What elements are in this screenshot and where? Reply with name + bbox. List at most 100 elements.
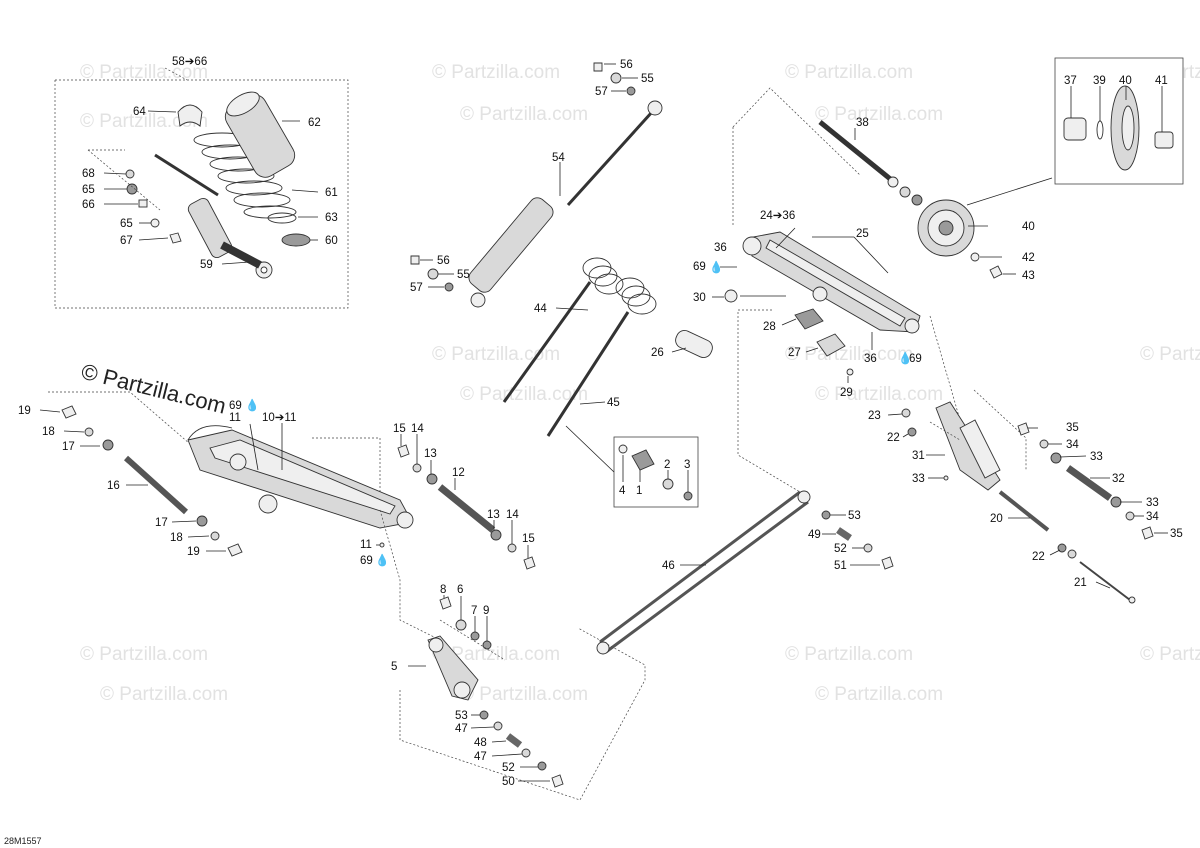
callout-23: 23 — [868, 410, 881, 422]
callout-69: 69 — [909, 353, 922, 365]
oil-drop-icon: 💧 — [375, 553, 389, 567]
callout-40: 40 — [1119, 75, 1132, 87]
callout-58-66: 58➔66 — [172, 56, 207, 68]
callout-13: 13 — [487, 509, 500, 521]
callout-7: 7 — [471, 605, 477, 617]
callout-14: 14 — [506, 509, 519, 521]
front-arm-group: 24➔36 25 36 69 💧 30 28 27 36 💧 69 29 — [693, 210, 961, 493]
callout-9: 9 — [483, 605, 489, 617]
watermark: © Partzilla.com — [80, 111, 208, 132]
callout-34: 34 — [1066, 439, 1079, 451]
callout-38: 38 — [856, 117, 869, 129]
callout-21: 21 — [1074, 577, 1087, 589]
callout-17: 17 — [62, 441, 75, 453]
callout-63: 63 — [325, 212, 338, 224]
watermark: © Partzilla.com — [815, 684, 943, 705]
callout-61: 61 — [325, 187, 338, 199]
callout-60: 60 — [325, 235, 338, 247]
shock-assembly-group: 58➔66 62 64 61 63 60 59 68 65 66 65 67 — [54, 56, 349, 309]
callout-1: 1 — [636, 485, 642, 497]
callout-69: 69 — [693, 261, 706, 273]
callout-14: 14 — [411, 423, 424, 435]
callout-41: 41 — [1155, 75, 1168, 87]
callout-66: 66 — [82, 199, 95, 211]
watermark: © Partzilla.com — [100, 684, 228, 705]
callout-50: 50 — [502, 776, 515, 788]
callout-52: 52 — [834, 543, 847, 555]
callout-13: 13 — [424, 448, 437, 460]
callout-24-36: 24➔36 — [760, 210, 795, 222]
watermark: © Partzilla.com — [1140, 344, 1200, 365]
callout-3: 3 — [684, 459, 690, 471]
callout-33: 33 — [1090, 451, 1103, 463]
callout-11: 11 — [360, 539, 372, 551]
callout-35: 35 — [1170, 528, 1183, 540]
callout-17: 17 — [155, 517, 168, 529]
callout-43: 43 — [1022, 270, 1035, 282]
callout-62: 62 — [308, 117, 321, 129]
callout-37: 37 — [1064, 75, 1077, 87]
callout-6: 6 — [457, 584, 463, 596]
callout-52: 52 — [502, 762, 515, 774]
callout-35: 35 — [1066, 422, 1079, 434]
callout-22: 22 — [1032, 551, 1045, 563]
callout-51: 51 — [834, 560, 847, 572]
callout-10-11: 10➔11 — [262, 412, 296, 424]
callout-57: 57 — [595, 86, 608, 98]
callout-55: 55 — [457, 269, 470, 281]
watermark: © Partzilla.com — [785, 644, 913, 665]
callout-44: 44 — [534, 303, 547, 315]
callout-65: 65 — [82, 184, 95, 196]
callout-36: 36 — [714, 242, 727, 254]
watermark: © Partzilla.com — [785, 344, 913, 365]
callout-18: 18 — [42, 426, 55, 438]
callout-31: 31 — [912, 450, 925, 462]
rear-link-group: 23 22 31 33 20 22 21 35 34 33 32 — [868, 389, 1183, 604]
oil-drop-icon: 💧 — [245, 398, 259, 412]
callout-56: 56 — [620, 59, 633, 71]
callout-47: 47 — [474, 751, 487, 763]
callout-5: 5 — [391, 661, 397, 673]
callout-57: 57 — [410, 282, 423, 294]
callout-11: 11 — [229, 412, 241, 424]
watermark: © Partzilla.com — [460, 104, 588, 125]
callout-22: 22 — [887, 432, 900, 444]
callout-53: 53 — [455, 710, 468, 722]
callout-33: 33 — [912, 473, 925, 485]
callout-32: 32 — [1112, 473, 1125, 485]
watermark: © Partzilla.com — [1140, 644, 1200, 665]
watermark: © Partzilla.com — [80, 644, 208, 665]
tie-rod-46-group: 46 53 49 52 51 — [596, 490, 894, 655]
callout-15: 15 — [393, 423, 406, 435]
link-5-group: 5 8 6 7 9 53 47 48 47 52 50 — [379, 509, 646, 801]
watermark-main: © Partzilla.com — [79, 359, 229, 419]
callout-19: 19 — [187, 546, 200, 558]
callout-20: 20 — [990, 513, 1003, 525]
callout-30: 30 — [693, 292, 706, 304]
callout-59: 59 — [200, 259, 213, 271]
callout-48: 48 — [474, 737, 487, 749]
callout-46: 46 — [662, 560, 675, 572]
oil-drop-icon: 💧 — [898, 351, 912, 365]
rear-arm-group: 19 18 17 16 17 18 19 69 💧 11 10➔11 11 69… — [18, 391, 414, 567]
callout-16: 16 — [107, 480, 120, 492]
callout-25: 25 — [856, 228, 869, 240]
callout-67: 67 — [120, 235, 133, 247]
callout-19: 19 — [18, 405, 31, 417]
callout-34: 34 — [1146, 511, 1159, 523]
idler-wheel-group: 38 40 42 43 — [732, 87, 1053, 282]
callout-68: 68 — [82, 168, 95, 180]
callout-27: 27 — [788, 347, 801, 359]
callout-53: 53 — [848, 510, 861, 522]
callout-69: 69 — [229, 400, 242, 412]
callout-42: 42 — [1022, 252, 1035, 264]
callout-47: 47 — [455, 723, 468, 735]
callout-54: 54 — [552, 152, 565, 164]
callout-55: 55 — [641, 73, 654, 85]
watermark: © Partzilla.com — [460, 684, 588, 705]
watermark-layer: © Partzilla.com © Partzilla.com © Partzi… — [79, 62, 1200, 705]
callout-64: 64 — [133, 106, 146, 118]
shaft-12-group: 15 14 13 12 13 14 15 — [393, 423, 536, 570]
torsion-spring-group: 44 26 45 — [502, 257, 713, 437]
